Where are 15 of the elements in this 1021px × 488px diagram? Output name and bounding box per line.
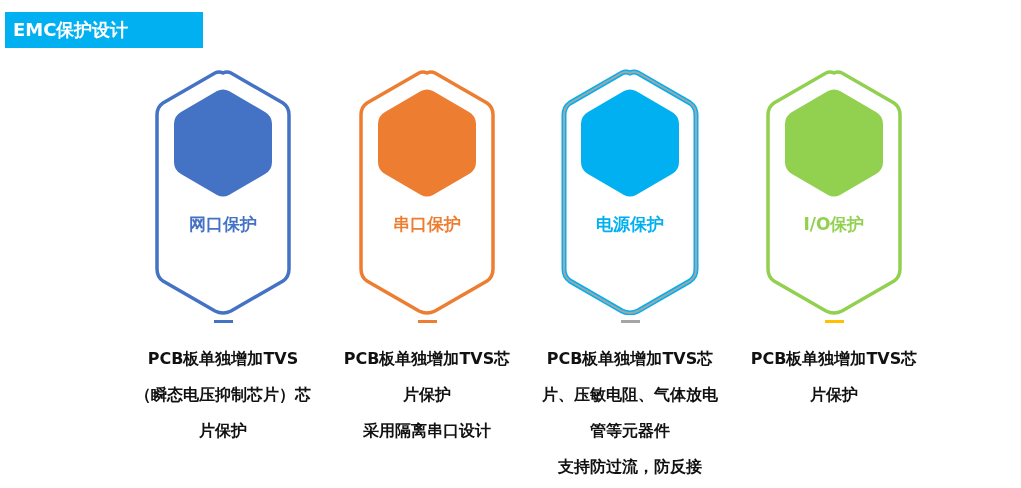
shield-card [764, 69, 904, 315]
card-title: 串口保护 [392, 213, 462, 236]
description-text: PCB板单独增加TVS芯片、压敏电阻、气体放电管等元器件 [541, 348, 719, 442]
description-text: PCB板单独增加TVS芯片保护 [342, 348, 512, 406]
shield-card [153, 69, 293, 315]
description-text: PCB板单独增加TVS芯片保护 [749, 348, 919, 406]
title-banner: EMC保护设计 [5, 12, 203, 48]
card-title: I/O保护 [802, 213, 866, 236]
shield-card [357, 69, 497, 315]
description-text: 支持防过流，防反接 [557, 456, 703, 478]
card-title: 电源保护 [595, 213, 665, 236]
description-text: PCB板单独增加TVS（瞬态电压抑制芯片）芯片保护 [134, 348, 312, 442]
description-text: 采用隔离串口设计 [362, 420, 492, 442]
shield-card [560, 69, 700, 315]
card-title: 网口保护 [188, 213, 258, 236]
